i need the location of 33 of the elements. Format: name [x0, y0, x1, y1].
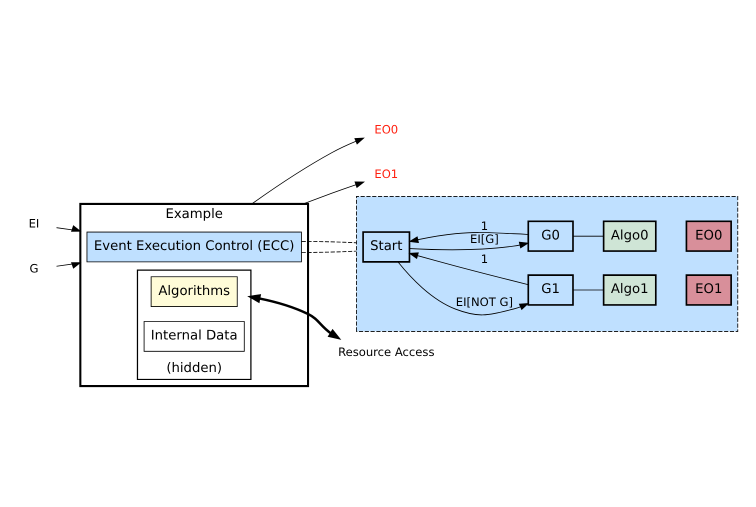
node-box: G0: [527, 220, 574, 252]
edge-label: 1: [480, 251, 488, 266]
connector: [301, 250, 357, 252]
connector: [572, 289, 604, 290]
node-text: EI: [28, 216, 40, 230]
node-box: G1: [527, 274, 574, 306]
node-box: Algo1: [602, 274, 657, 306]
arrow: [302, 181, 365, 204]
arrow: [56, 262, 82, 268]
arrow: [56, 224, 82, 232]
arrow: [247, 294, 342, 340]
node-text: EO0: [374, 122, 398, 136]
node-box: EO1: [686, 274, 732, 306]
node-box: Algo0: [602, 220, 657, 252]
arrow: [409, 241, 530, 250]
arrow: [408, 231, 529, 243]
edge-label: EI[NOT G]: [456, 294, 514, 308]
arrow: [408, 252, 528, 285]
node-text: Resource Access: [338, 344, 434, 359]
arrow: [398, 261, 530, 315]
connector: [301, 240, 357, 243]
node-text: EO1: [374, 166, 398, 180]
node-box: Algorithms: [150, 276, 238, 306]
node-box: Event Execution Control (ECC): [86, 231, 302, 262]
node-box: Internal Data: [144, 320, 245, 352]
node-text: G: [29, 260, 38, 275]
connector: [572, 235, 604, 236]
edge-label: EI[G]: [470, 231, 499, 246]
cluster: [356, 196, 738, 332]
node-box: Start: [362, 230, 410, 262]
arrow: [251, 137, 365, 204]
edge-label: 1: [480, 218, 488, 232]
node-box: EO0: [686, 220, 732, 252]
